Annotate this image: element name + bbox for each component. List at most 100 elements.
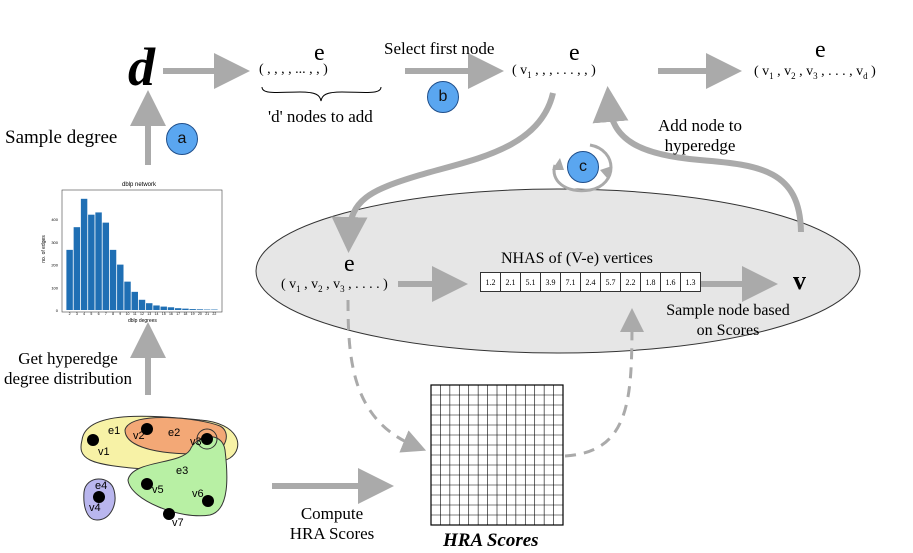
label-e2: e2 [168, 427, 181, 439]
label-v3: v3 [190, 436, 202, 448]
histogram-bar [117, 264, 124, 310]
label-v7: v7 [172, 517, 184, 529]
histogram-frame [61, 189, 223, 313]
degree-symbol: d [128, 37, 155, 97]
histogram-bar [131, 291, 138, 310]
histogram-bar [153, 305, 160, 310]
hra-scores-title: HRA Scores [443, 530, 539, 551]
cycle-loop-c [552, 143, 613, 193]
nhas-score-cell: 5.7 [600, 272, 621, 292]
histogram-xtick: 19 [191, 312, 195, 316]
edge-symbol-full: e [815, 37, 826, 63]
step-badge-c: c [567, 151, 599, 183]
histogram-bar [160, 306, 167, 310]
histogram-xtick: 7 [105, 312, 107, 316]
select-first-node-label: Select first node [384, 39, 495, 58]
nhas-title: NHAS of (V-e) vertices [501, 250, 653, 267]
histogram-ytick: 100 [51, 285, 58, 290]
histogram-xtick: 21 [205, 312, 209, 316]
step-badge-b: b [427, 81, 459, 113]
histogram-bar [80, 198, 88, 310]
sampled-node-v: v [793, 266, 806, 295]
label-v4: v4 [89, 502, 101, 514]
histogram-bar [95, 212, 102, 310]
histogram-bar [167, 307, 175, 310]
histogram-bar [109, 249, 117, 310]
empty-slot-sequence: ( , , , , ... , , ) [259, 62, 328, 77]
histogram-ytick: 300 [51, 240, 58, 245]
first-node-sequence: ( v1 , , , . . . , , ) [512, 63, 596, 80]
histogram-xtick: 8 [112, 312, 114, 316]
histogram-ytick: 400 [51, 217, 58, 222]
nhas-score-cell: 2.1 [500, 272, 521, 292]
add-node-label: Add node to hyperedge [657, 116, 743, 155]
histogram-xtick: 13 [147, 312, 151, 316]
histogram-xtick: 5 [90, 312, 92, 316]
node-v5 [141, 478, 153, 490]
brace-d-nodes [261, 86, 382, 102]
histogram-xtick: 9 [119, 312, 121, 316]
edge-symbol-first: e [569, 40, 580, 66]
histogram-xtick: 15 [162, 312, 166, 316]
nhas-score-cell: 5.1 [520, 272, 541, 292]
dashed-grid-to-table [564, 308, 644, 458]
label-e3: e3 [176, 465, 189, 477]
histogram-xtick: 11 [133, 312, 137, 316]
histogram-xtick: 6 [98, 312, 100, 316]
edge-symbol-slots: e [314, 40, 325, 66]
nhas-score-cell: 2.2 [620, 272, 641, 292]
histogram-bar [138, 299, 146, 310]
label-e1: e1 [108, 425, 121, 437]
label-e4: e4 [95, 480, 108, 492]
histogram-ylabel: no. of edges [40, 235, 47, 263]
step-badge-a: a [166, 123, 198, 155]
histogram-xtick: 20 [198, 312, 202, 316]
nhas-score-cell: 2.4 [580, 272, 601, 292]
histogram-xtick: 4 [83, 312, 85, 316]
histogram-xtick: 2 [69, 312, 71, 316]
histogram-bar [174, 308, 182, 310]
histogram-bar [189, 309, 196, 310]
edge-symbol-ellipse: e [344, 251, 355, 277]
node-v1 [87, 434, 99, 446]
node-v2 [141, 423, 153, 435]
hypergraph-illustration [80, 415, 239, 521]
node-v4 [93, 491, 105, 503]
scoring-ellipse [255, 188, 861, 354]
get-degree-distribution-label: Get hyperedge degree distribution [4, 349, 132, 388]
node-v3 [201, 433, 213, 445]
ellipse-edge-sequence: ( v1 , v2 , v3 , . . . . ) [281, 277, 388, 294]
histogram-ytick: 200 [51, 263, 58, 268]
histogram-bar [146, 303, 153, 310]
histogram-xtick: 3 [76, 312, 78, 316]
full-edge-sequence: ( v1 , v2 , v3 , . . . , vd ) [754, 64, 876, 81]
histogram-title: dblp network [122, 182, 157, 188]
histogram-bar [66, 249, 73, 310]
nhas-score-cell: 1.2 [480, 272, 501, 292]
compute-hra-label: Compute HRA Scores [289, 504, 375, 543]
nhas-score-cell: 1.8 [640, 272, 661, 292]
histogram-xtick: 22 [212, 312, 216, 316]
d-nodes-label: 'd' nodes to add [268, 107, 373, 126]
histogram-xtick: 14 [155, 312, 159, 316]
histogram-bar [182, 308, 189, 310]
histogram-xtick: 10 [126, 312, 130, 316]
node-v7 [163, 508, 175, 520]
histogram-bar [124, 281, 131, 310]
arrow-curve-to-ellipse [331, 92, 556, 253]
histogram-xtick: 12 [140, 312, 144, 316]
histogram-bar [196, 309, 204, 310]
histogram-xtick: 16 [169, 312, 173, 316]
sample-node-label: Sample node based on Scores [666, 302, 790, 339]
histogram-xlabel: dblp degrees [128, 318, 157, 324]
dashed-e-to-grid [346, 299, 427, 453]
histogram-ytick: 0 [56, 308, 59, 313]
label-v6: v6 [192, 488, 204, 500]
histogram-bar [102, 222, 110, 310]
hra-grid [430, 384, 564, 526]
nhas-score-cell: 7.1 [560, 272, 581, 292]
histogram-xtick: 18 [183, 312, 187, 316]
